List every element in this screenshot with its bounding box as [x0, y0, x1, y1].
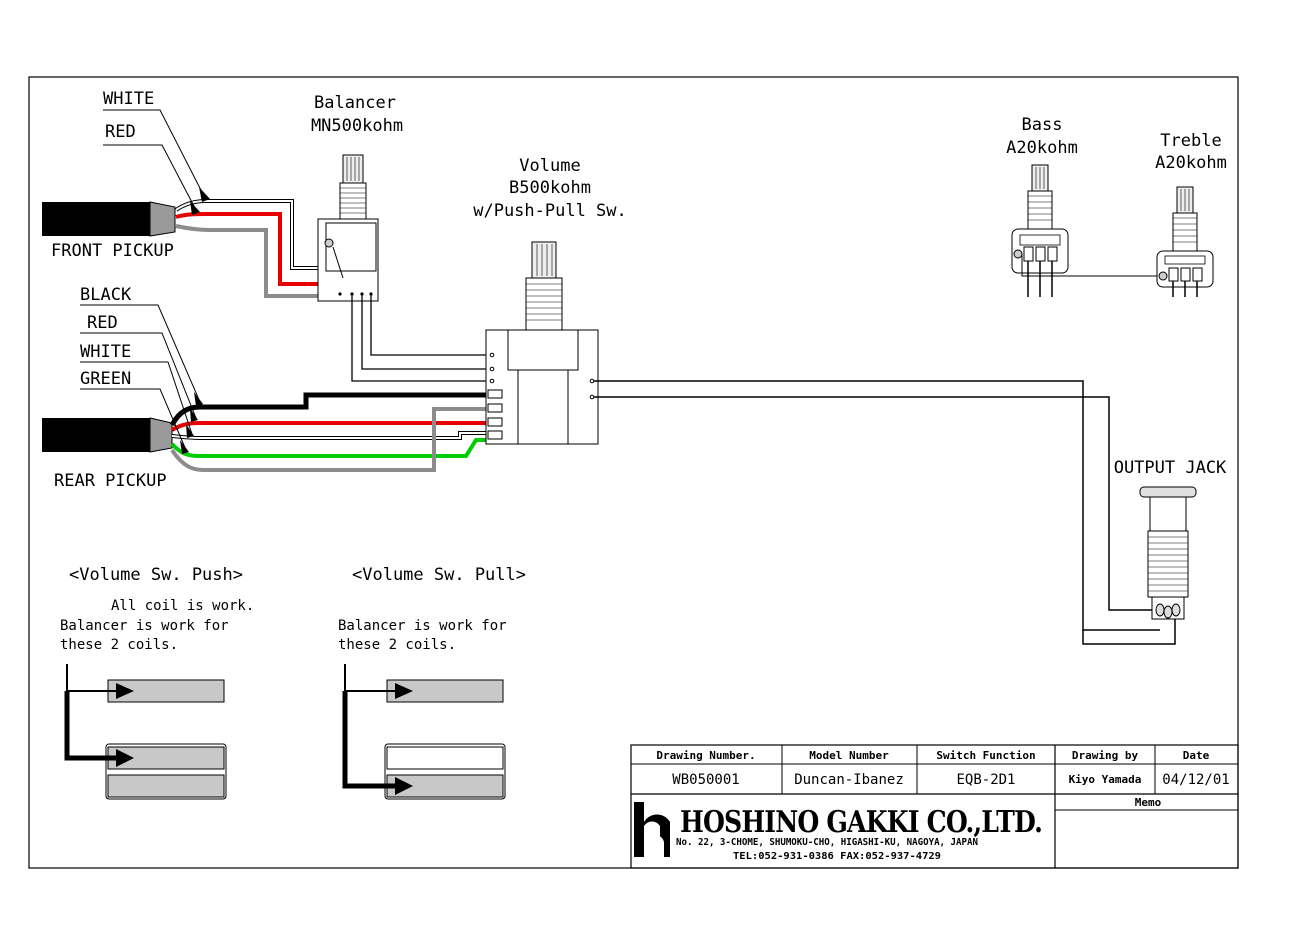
front-gray-wire: [175, 224, 326, 298]
model-number-value: Duncan-Ibanez: [794, 772, 904, 788]
front-white-arrowhead: [199, 187, 210, 202]
drawing-number-label: Drawing Number.: [656, 749, 755, 762]
balancer-pot: [317, 154, 379, 302]
pull-coil-2: [386, 746, 504, 770]
drawing-by-label: Drawing by: [1072, 749, 1139, 762]
front-red-wire: [175, 212, 326, 286]
bass-label-line2: A20kohm: [1006, 138, 1078, 158]
date-label: Date: [1183, 749, 1210, 762]
treble-label-line1: Treble: [1160, 131, 1221, 151]
bass-pot: [1011, 164, 1069, 297]
push-note-line3: these 2 coils.: [60, 637, 178, 653]
rear-green-arrowhead: [180, 440, 189, 454]
rear-red-arrowhead: [190, 408, 198, 422]
jack-ground-return-wire: [1082, 615, 1176, 645]
title-block: [630, 744, 1239, 869]
rear-white-wire: [171, 432, 497, 439]
balancer-label-line1: Balancer: [314, 93, 396, 113]
pull-note-line2: these 2 coils.: [338, 637, 456, 653]
volume-label-line1: Volume: [519, 156, 580, 176]
rear-green-label: GREEN: [80, 369, 131, 389]
front-label-leaders: [103, 109, 206, 211]
date-value: 04/12/01: [1162, 772, 1229, 788]
push-note-title: <Volume Sw. Push>: [69, 565, 243, 585]
pull-coil-diagram: [342, 664, 506, 800]
rear-white-label: WHITE: [80, 342, 131, 362]
rear-pickup: [42, 417, 173, 453]
front-pickup: [42, 201, 176, 237]
push-note-line1: All coil is work.: [111, 598, 254, 614]
rear-black-label: BLACK: [80, 285, 132, 305]
balancer-label-line2: MN500kohm: [311, 116, 403, 136]
rear-red-label: RED: [87, 313, 118, 333]
rear-red-wire: [170, 421, 497, 432]
rear-white-arrowhead: [186, 424, 194, 438]
rear-pickup-label: REAR PICKUP: [54, 471, 167, 491]
front-red-arrowhead: [190, 201, 200, 215]
output-jack-label: OUTPUT JACK: [1114, 458, 1227, 478]
treble-label-line2: A20kohm: [1155, 153, 1227, 173]
push-coil-diagram: [64, 664, 227, 800]
model-number-label: Model Number: [809, 749, 889, 762]
drawing-number-value: WB050001: [672, 772, 739, 788]
volume-pot: [485, 241, 599, 445]
company-name: HOSHINO GAKKI CO.,LTD.: [680, 805, 1042, 840]
rear-gray-wire: [170, 407, 497, 472]
pull-note-line1: Balancer is work for: [338, 618, 507, 634]
company-phone: TEL:052-931-0386 FAX:052-937-4729: [733, 851, 941, 862]
rear-pickup-cable-sheath: [149, 417, 173, 453]
volume-jack-hot-wire: [594, 380, 1160, 631]
rear-pickup-cable: [42, 418, 154, 452]
drawing-by-value: Kiyo Yamada: [1069, 773, 1142, 786]
balancer-volume-wire-2: [361, 294, 488, 370]
company-logo: [634, 802, 670, 857]
front-red-label: RED: [105, 122, 136, 142]
push-coil-3: [107, 774, 225, 798]
volume-label-line2: B500kohm: [509, 178, 591, 198]
front-pickup-label: FRONT PICKUP: [51, 241, 174, 261]
bass-label-line1: Bass: [1022, 115, 1063, 135]
memo-label: Memo: [1135, 796, 1162, 809]
push-note-line2: Balancer is work for: [60, 618, 229, 634]
rear-black-arrowhead: [194, 392, 203, 406]
rear-green-wire: [170, 438, 497, 458]
volume-label-line3: w/Push-Pull Sw.: [473, 201, 627, 221]
switch-function-label: Switch Function: [936, 749, 1035, 762]
rear-label-leaders: [80, 304, 201, 451]
volume-jack-ground-wire: [594, 396, 1162, 611]
rear-black-wire: [169, 392, 497, 427]
output-jack: [1139, 486, 1197, 620]
switch-function-value: EQB-2D1: [956, 772, 1015, 788]
front-pickup-cable-sheath: [149, 201, 176, 237]
front-white-wire: [175, 200, 326, 269]
pull-note-title: <Volume Sw. Pull>: [352, 565, 526, 585]
company-address: No. 22, 3-CHOME, SHUMOKU-CHO, HIGASHI-KU…: [676, 837, 978, 848]
balancer-volume-wire-3: [370, 294, 488, 356]
balancer-volume-wire-1: [351, 294, 488, 382]
treble-pot: [1156, 186, 1214, 297]
front-pickup-cable: [42, 202, 154, 236]
bass-treble-wire: [1021, 254, 1162, 277]
front-white-label: WHITE: [103, 89, 154, 109]
